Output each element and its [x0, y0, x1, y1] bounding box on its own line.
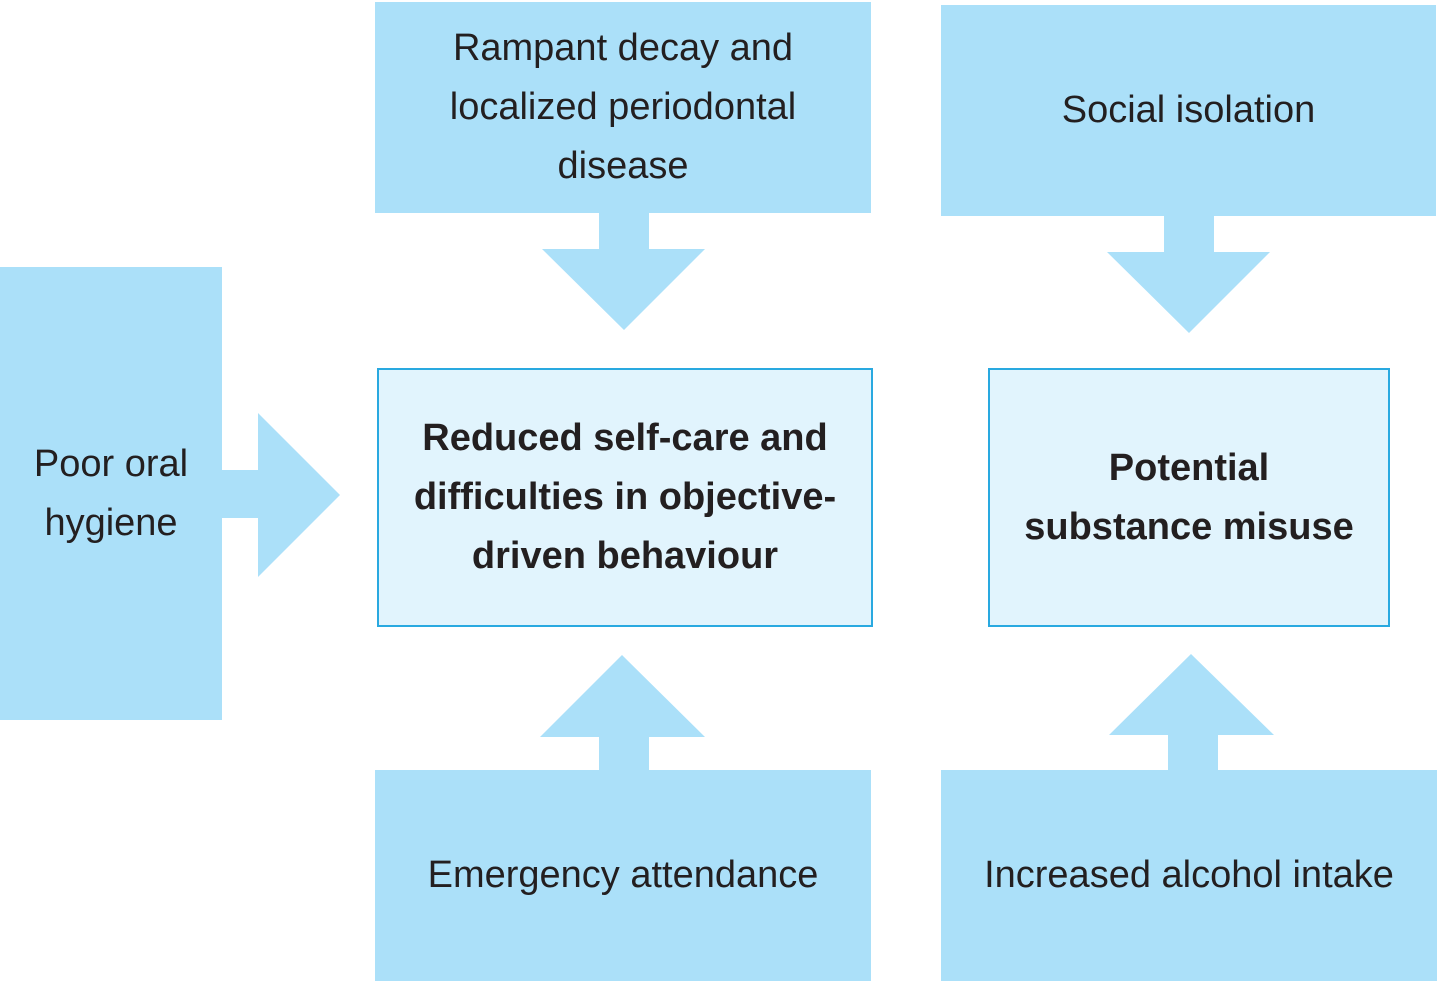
- node-poor-oral-hygiene-label: Poor oral hygiene: [33, 442, 189, 544]
- node-potential-substance-misuse: Potential substance misuse: [988, 368, 1390, 627]
- arrow-isolation-to-substance: [1107, 200, 1270, 333]
- node-poor-oral-hygiene: Poor oral hygiene: [0, 267, 222, 720]
- node-reduced-self-care: Reduced self-care and difficulties in ob…: [377, 368, 873, 627]
- node-social-isolation-label: Social isolation: [1061, 89, 1316, 131]
- node-potential-substance-misuse-label: Potential substance misuse: [1024, 446, 1354, 548]
- node-increased-alcohol-intake: Increased alcohol intake: [941, 770, 1437, 981]
- node-increased-alcohol-intake-label: Increased alcohol intake: [984, 854, 1394, 896]
- node-social-isolation: Social isolation: [941, 5, 1436, 216]
- arrow-hygiene-to-self-care: [210, 413, 340, 577]
- arrow-emergency-to-self-care: [540, 655, 705, 785]
- node-emergency-attendance: Emergency attendance: [375, 770, 871, 981]
- arrow-alcohol-to-substance: [1109, 654, 1274, 785]
- node-emergency-attendance-label: Emergency attendance: [427, 854, 819, 896]
- node-reduced-self-care-label: Reduced self-care and difficulties in ob…: [413, 417, 837, 577]
- arrow-decay-to-self-care: [542, 200, 705, 330]
- node-decay: Rampant decay and localized periodontal …: [375, 2, 871, 213]
- node-decay-label: Rampant decay and localized periodontal …: [449, 27, 797, 187]
